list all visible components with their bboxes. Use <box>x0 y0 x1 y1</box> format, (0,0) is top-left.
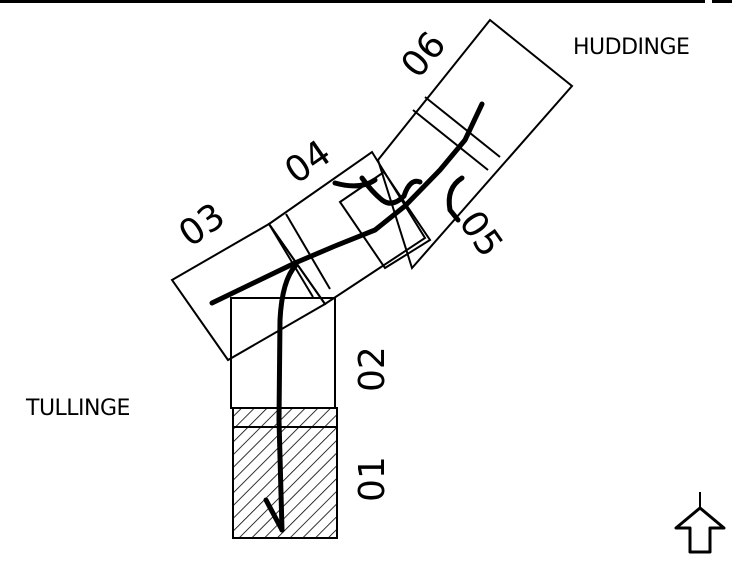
place-huddinge: HUDDINGE <box>573 35 689 60</box>
section-label-04: 04 <box>278 133 339 193</box>
divider-03-a <box>268 223 314 298</box>
branch-track <box>276 262 299 533</box>
divider-06-b <box>424 96 501 158</box>
section-label-02: 02 <box>352 346 393 392</box>
section-01 <box>232 407 338 539</box>
section-02 <box>230 297 336 409</box>
section-label-01: 01 <box>352 456 393 502</box>
section-label-03: 03 <box>172 196 233 256</box>
switch-curve-left <box>332 175 407 206</box>
arrow-tip <box>263 497 285 533</box>
divider-06-a <box>412 109 489 171</box>
switch-curve-right <box>401 175 465 223</box>
section-06 <box>376 18 574 270</box>
divider-03-b <box>285 213 331 290</box>
place-tullinge: TULLINGE <box>25 396 130 421</box>
main-track <box>209 101 485 306</box>
north-arrow-icon <box>674 492 726 554</box>
section-04 <box>267 150 427 306</box>
